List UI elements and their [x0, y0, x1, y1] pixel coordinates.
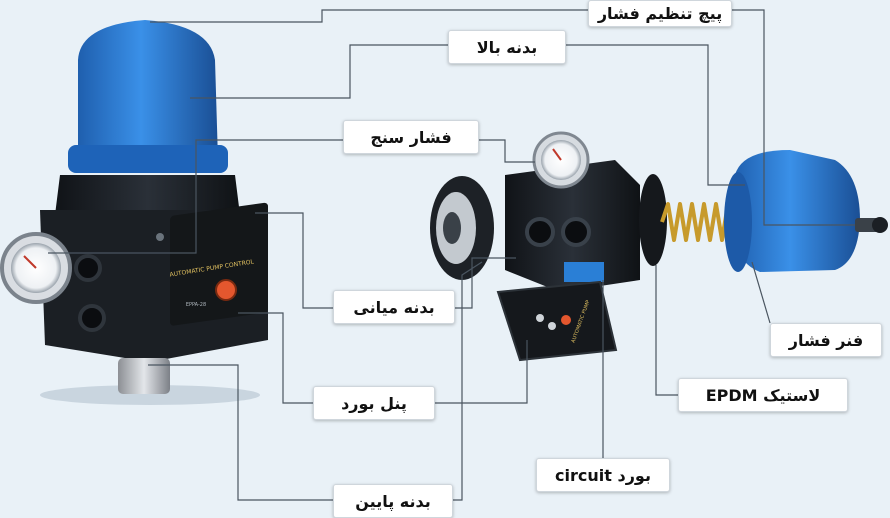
leader-lower-body — [148, 364, 333, 501]
assembled-pump-controller: AUTOMATIC PUMP CONTROL EPPA-28 — [0, 20, 268, 405]
leader-middle-body — [255, 212, 333, 309]
board-button-1 — [536, 314, 544, 322]
board-button-2 — [548, 322, 556, 330]
leader-adjust-screw-right — [732, 9, 855, 226]
leader-board-panel — [238, 312, 313, 404]
exploded-blue-cap — [724, 150, 888, 272]
exploded-cap-body — [733, 150, 860, 272]
leader-upper-body-right — [566, 44, 745, 186]
front-panel — [170, 202, 268, 326]
label-upper-body: بدنه بالا — [448, 30, 566, 64]
leader-middle-body-right — [455, 257, 516, 309]
epdm-ring — [639, 174, 667, 266]
adjust-screw-head — [872, 217, 888, 233]
circuit-board-plate — [496, 280, 618, 362]
label-pressure-spring: فنر فشار — [770, 323, 882, 357]
left-gauge-needle — [23, 255, 37, 269]
leader-gauge-right — [479, 139, 535, 163]
leader-upper-body — [190, 44, 448, 99]
gauge-needle — [552, 148, 562, 161]
label-pressure-adjust-screw: پیچ تنظیم فشار — [588, 0, 732, 27]
upper-black-body — [55, 175, 240, 215]
brass-fitting — [118, 358, 170, 394]
middle-port-left — [525, 217, 555, 247]
label-pressure-gauge: فشار سنج — [343, 120, 479, 154]
middle-port-right — [561, 217, 591, 247]
outlet-port-bottom — [78, 304, 106, 332]
leader-board-panel-right — [435, 340, 528, 404]
label-middle-body: بدنه میانی — [333, 290, 455, 324]
device-shadow — [40, 385, 260, 405]
leader-spring — [751, 261, 771, 324]
label-board-panel: پنل بورد — [313, 386, 435, 420]
exploded-circuit-board: AUTOMATIC PUMP — [496, 280, 618, 362]
leader-epdm — [655, 265, 678, 396]
front-panel-model: EPPA-28 — [186, 302, 206, 308]
blue-terminal — [564, 262, 604, 282]
blue-cap-ring — [68, 145, 228, 173]
label-epdm-gasket: لاستیک EPDM — [678, 378, 848, 412]
side-screw — [156, 233, 164, 241]
leader-gauge — [48, 139, 343, 254]
blue-cap — [78, 20, 218, 160]
red-indicator-light — [215, 279, 237, 301]
exploded-diaphragm — [430, 176, 494, 280]
diaphragm-center — [443, 212, 461, 244]
leader-lines — [48, 9, 855, 501]
outlet-port-top — [74, 254, 102, 282]
exploded-middle-body — [505, 131, 667, 292]
board-led-red — [561, 315, 571, 325]
exploded-cap-rim — [724, 172, 752, 272]
label-lower-body: بدنه پایین — [333, 484, 453, 518]
label-circuit-board: بورد circuit — [536, 458, 670, 492]
leader-adjust-screw — [150, 9, 588, 23]
leader-circuit — [602, 280, 670, 475]
leader-lower-body-right — [453, 261, 483, 501]
